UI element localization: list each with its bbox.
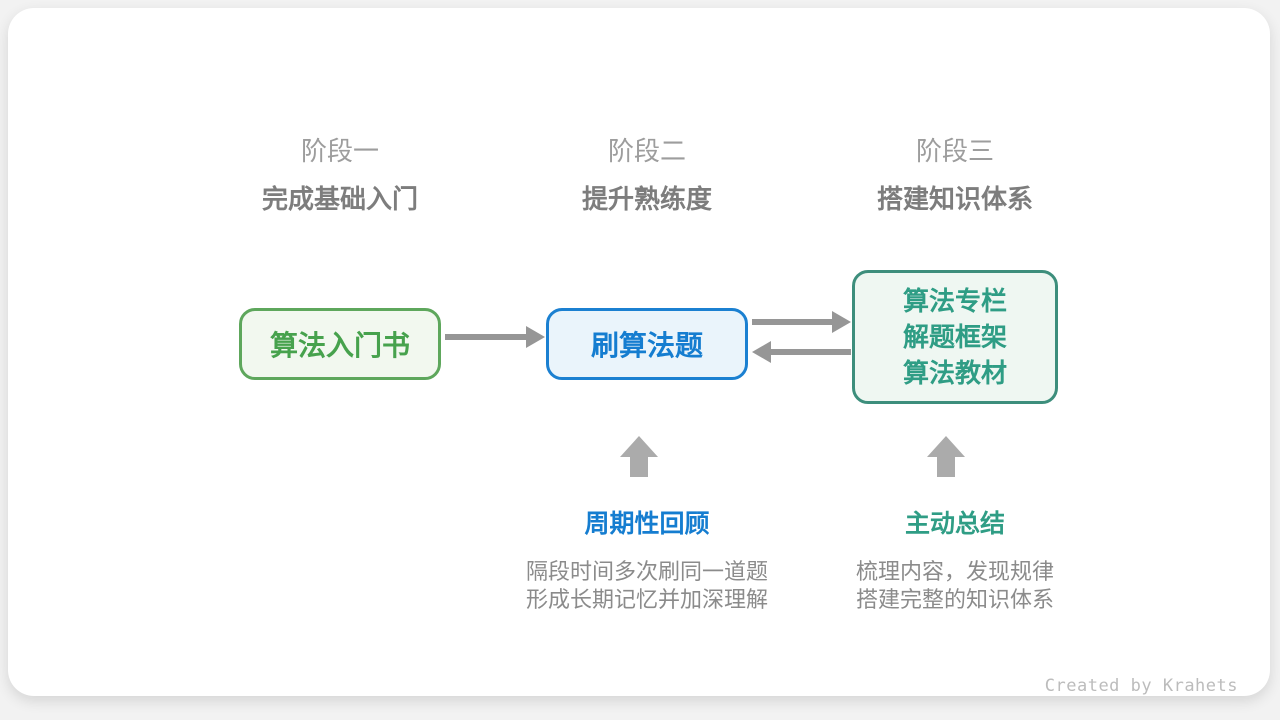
arrow-head: [752, 341, 771, 363]
stage-2-subtitle: 提升熟练度: [581, 184, 712, 214]
stage-2-label: 阶段二: [607, 136, 686, 166]
arrow-up-icon: [927, 436, 965, 477]
node-resource-line-2: 解题框架: [902, 322, 1007, 352]
arrow-stem: [630, 457, 648, 477]
node-intro-book-label: 算法入门书: [269, 330, 410, 361]
stage-1-label: 阶段一: [300, 136, 379, 166]
annotation-periodic-review-title: 周期性回顾: [584, 510, 710, 538]
annotation-periodic-review-desc: 隔段时间多次刷同一道题 形成长期记忆并加深理解: [482, 558, 812, 614]
arrow-head: [927, 436, 965, 457]
annotation-desc-line: 搭建完整的知识体系: [855, 587, 1054, 612]
node-practice-problems: 刷算法题: [546, 308, 748, 380]
diagram-card: 阶段一 完成基础入门 阶段二 提升熟练度 阶段三 搭建知识体系 算法入门书 刷算…: [8, 8, 1270, 696]
arrow-right-icon: [445, 326, 545, 348]
arrow-up-icon: [620, 436, 658, 477]
stage-3-label: 阶段三: [915, 136, 994, 166]
stage-1-subtitle: 完成基础入门: [261, 184, 418, 214]
stage-3-subtitle: 搭建知识体系: [876, 184, 1033, 214]
annotation-active-summary-title: 主动总结: [904, 510, 1005, 538]
credit-text: Created by Krahets: [1044, 676, 1238, 696]
arrow-head: [526, 326, 545, 348]
arrow-head: [620, 436, 658, 457]
arrow-head: [832, 311, 851, 333]
node-resource-line-1: 算法专栏: [902, 286, 1007, 316]
arrow-shaft: [767, 349, 851, 355]
node-practice-problems-label: 刷算法题: [590, 330, 703, 361]
annotation-desc-line: 隔段时间多次刷同一道题: [525, 559, 768, 584]
arrow-right-icon: [752, 311, 851, 333]
annotation-desc-line: 梳理内容，发现规律: [855, 559, 1054, 584]
arrow-shaft: [445, 334, 530, 340]
arrow-stem: [937, 457, 955, 477]
node-resource-line-3: 算法教材: [902, 358, 1007, 388]
node-knowledge-resources: 算法专栏 解题框架 算法教材: [852, 270, 1058, 404]
arrow-shaft: [752, 319, 836, 325]
annotation-desc-line: 形成长期记忆并加深理解: [525, 587, 768, 612]
arrow-left-icon: [752, 341, 851, 363]
node-intro-book: 算法入门书: [239, 308, 441, 380]
annotation-active-summary-desc: 梳理内容，发现规律 搭建完整的知识体系: [790, 558, 1120, 614]
